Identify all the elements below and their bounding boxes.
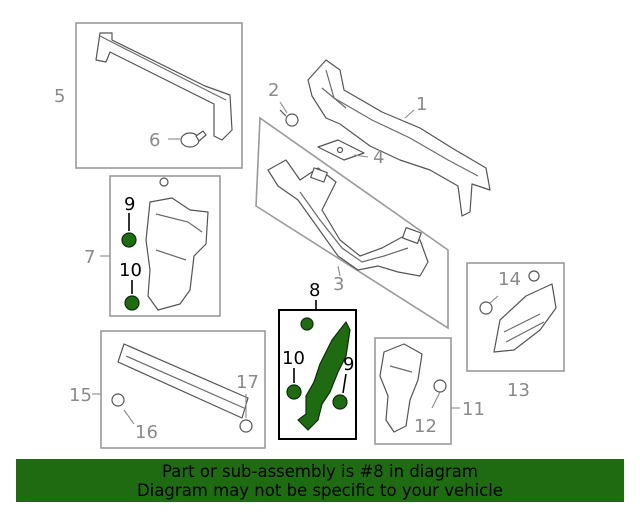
callout-5: 5 bbox=[54, 86, 65, 107]
callout-10a: 10 bbox=[119, 260, 142, 281]
callout-9b: 9 bbox=[343, 354, 354, 375]
callout-1: 1 bbox=[416, 94, 427, 115]
callout-15: 15 bbox=[69, 385, 92, 406]
callout-17: 17 bbox=[236, 372, 259, 393]
callout-6: 6 bbox=[149, 130, 160, 151]
callout-9a: 9 bbox=[124, 194, 135, 215]
banner-line-2: Diagram may not be specific to your vehi… bbox=[137, 481, 503, 500]
panel-deflector-7 bbox=[100, 175, 221, 317]
callout-4: 4 bbox=[373, 147, 384, 168]
callout-16: 16 bbox=[135, 422, 158, 443]
callout-3: 3 bbox=[333, 274, 344, 295]
panel-part-15 bbox=[92, 330, 266, 449]
panel-part-8 bbox=[278, 300, 357, 440]
callout-8: 8 bbox=[309, 280, 320, 301]
callout-2: 2 bbox=[268, 80, 279, 101]
callout-10b: 10 bbox=[282, 348, 305, 369]
panel-part-13 bbox=[466, 262, 565, 372]
banner-line-1: Part or sub-assembly is #8 in diagram bbox=[162, 462, 478, 481]
panel-radiator-support bbox=[255, 116, 449, 330]
upper-tie-bar-1 bbox=[307, 59, 491, 217]
callout-7: 7 bbox=[84, 247, 95, 268]
bolt-2 bbox=[279, 101, 299, 127]
panel-part-11 bbox=[374, 337, 460, 445]
bracket-4 bbox=[317, 139, 369, 161]
callout-14: 14 bbox=[498, 269, 521, 290]
bolt-6 bbox=[180, 130, 207, 148]
callout-11: 11 bbox=[462, 399, 485, 420]
panel-bracket-5 bbox=[75, 22, 243, 169]
callout-13: 13 bbox=[507, 380, 530, 401]
callout-12: 12 bbox=[414, 416, 437, 437]
info-banner: Part or sub-assembly is #8 in diagram Di… bbox=[16, 459, 624, 502]
